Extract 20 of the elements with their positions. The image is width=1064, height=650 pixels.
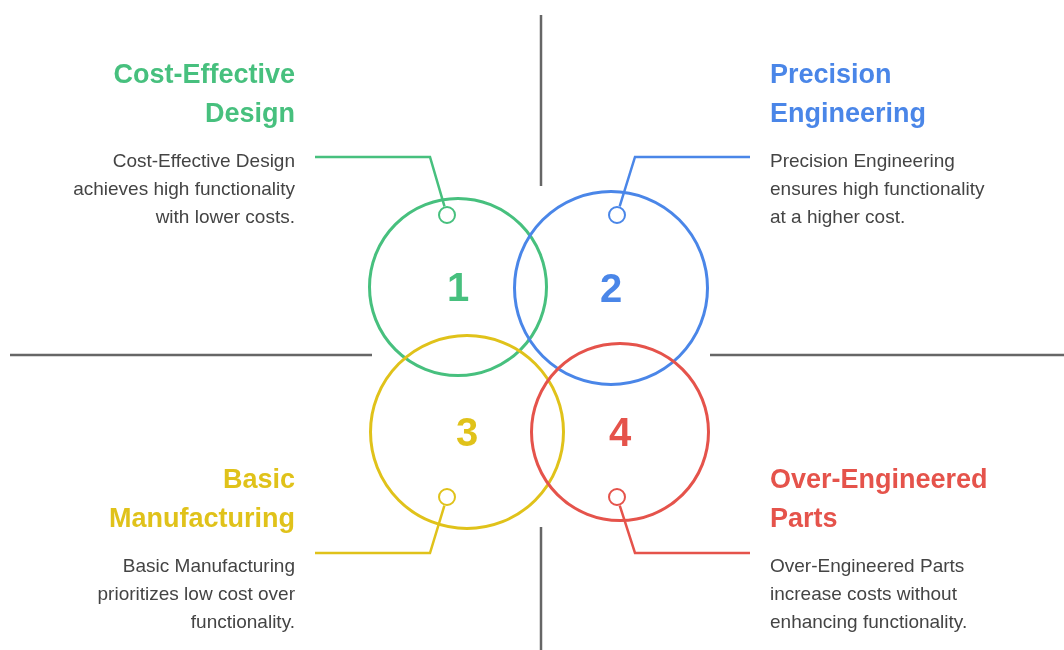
quadrant-description: Over-Engineered Parts increase costs without enhancing functionality. [770,554,969,634]
quadrant-title: Cost-Effective Design [112,58,295,130]
leader-line [618,505,750,555]
numbered-circle: 1 [368,197,548,377]
marker-dot [608,488,626,506]
quadrant-title: Basic Manufacturing [108,463,295,535]
quadrant-title: Over-Engineered Parts [770,463,989,535]
marker-dot [438,206,456,224]
quadrant-description: Precision Engineering ensures high functionality at a higher cost. [770,149,986,229]
numbered-circle: 3 [369,334,565,530]
leader-line [315,155,446,207]
quadrant-description: Cost-Effective Design achieves high functionality with lower costs. [72,149,295,229]
leader-line [315,505,446,555]
quadrant-title: Precision Engineering [770,58,927,130]
marker-dot [608,206,626,224]
numbered-circle: 4 [530,342,710,522]
quadrant-description: Basic Manufacturing prioritizes low cost over functionality. [96,554,295,634]
leader-line [618,155,750,207]
marker-dot [438,488,456,506]
numbered-circle: 2 [513,190,709,386]
